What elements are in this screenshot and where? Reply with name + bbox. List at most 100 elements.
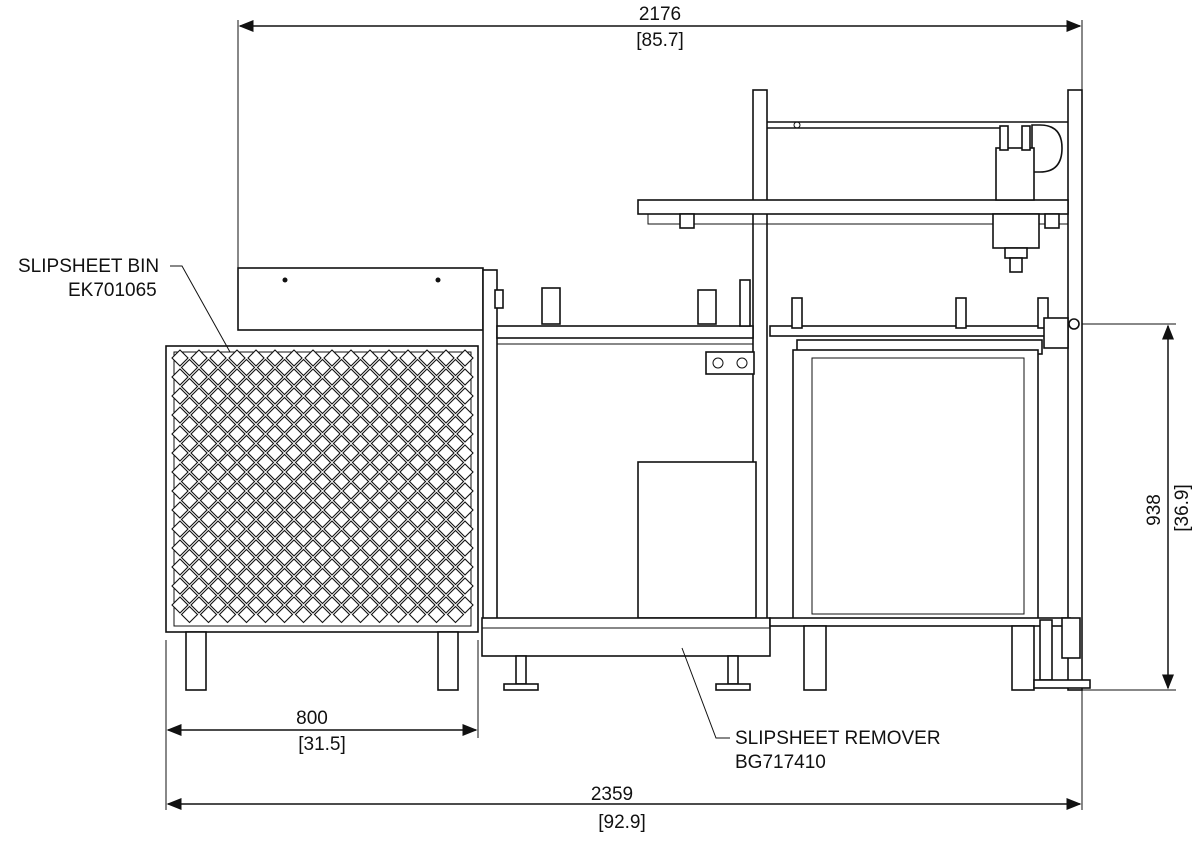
mesh-diamond (275, 605, 294, 624)
dim-total-width-in: [92.9] (598, 812, 646, 833)
mesh-diamond (304, 558, 322, 576)
mesh-diamond (456, 387, 474, 405)
mesh-diamond (180, 548, 199, 567)
mesh-diamond (180, 377, 199, 396)
mesh-diamond (171, 349, 189, 367)
mesh-diamond (294, 529, 313, 548)
mesh-diamond (370, 491, 389, 510)
mesh-diamond (427, 491, 446, 510)
mesh-diamond (190, 463, 208, 481)
mesh-diamond (323, 425, 341, 443)
mesh-diamond (446, 396, 465, 415)
mesh-diamond (209, 539, 227, 557)
mesh-diamond (399, 406, 417, 424)
mesh-diamond (304, 349, 322, 367)
mesh-diamond (304, 539, 322, 557)
mesh-diamond (218, 434, 237, 453)
mesh-diamond (237, 567, 256, 586)
mesh-diamond (199, 434, 218, 453)
callout-bin-name: SLIPSHEET BIN (18, 256, 159, 277)
mesh-diamond (418, 501, 436, 519)
mesh-diamond (408, 434, 427, 453)
mesh-diamond (389, 529, 408, 548)
mesh-diamond (228, 463, 246, 481)
mesh-diamond (323, 406, 341, 424)
mesh-diamond (389, 605, 408, 624)
mesh-diamond (380, 558, 398, 576)
mesh-diamond (180, 472, 199, 491)
mesh-diamond (418, 349, 436, 367)
mesh-diamond (228, 387, 246, 405)
mesh-diamond (313, 396, 332, 415)
mesh-diamond (209, 501, 227, 519)
mesh-diamond (342, 406, 360, 424)
mesh-diamond (256, 377, 275, 396)
mesh-diamond (199, 415, 218, 434)
mesh-diamond (332, 548, 351, 567)
mesh-diamond (446, 377, 465, 396)
mesh-diamond (332, 586, 351, 605)
mesh-diamond (361, 558, 379, 576)
mesh-diamond (361, 482, 379, 500)
mesh-diamond (190, 482, 208, 500)
mesh-diamond (247, 425, 265, 443)
mesh-diamond (389, 358, 408, 377)
mesh-diamond (427, 453, 446, 472)
mesh-diamond (351, 510, 370, 529)
mesh-diamond (361, 368, 379, 386)
mesh-diamond (446, 586, 465, 605)
mesh-diamond (389, 510, 408, 529)
mesh-diamond (218, 453, 237, 472)
mesh-diamond (323, 577, 341, 595)
dim-bin-width: 800 [31.5] (166, 640, 479, 755)
mesh-diamond (190, 368, 208, 386)
mesh-diamond (456, 520, 474, 538)
mesh-diamond (199, 510, 218, 529)
mesh-diamond (380, 425, 398, 443)
mesh-diamond (408, 567, 427, 586)
callout-remover: SLIPSHEET REMOVER BG717410 (681, 647, 941, 773)
mesh-diamond (418, 482, 436, 500)
mesh-diamond (389, 434, 408, 453)
mesh-diamond (190, 539, 208, 557)
mesh-diamond (237, 491, 256, 510)
mesh-diamond (323, 520, 341, 538)
mesh-diamond (247, 482, 265, 500)
mesh-diamond (285, 406, 303, 424)
mesh-diamond (247, 463, 265, 481)
mesh-diamond (389, 472, 408, 491)
mesh-diamond (247, 520, 265, 538)
mesh-diamond (427, 415, 446, 434)
mesh-diamond (209, 387, 227, 405)
mesh-diamond (199, 548, 218, 567)
mesh-diamond (190, 444, 208, 462)
mesh-diamond (437, 520, 455, 538)
mesh-diamond (437, 349, 455, 367)
mesh-diamond (199, 377, 218, 396)
mesh-diamond (408, 415, 427, 434)
mesh-diamond (294, 434, 313, 453)
mesh-diamond (427, 434, 446, 453)
mesh-diamond (266, 349, 284, 367)
mesh-diamond (275, 472, 294, 491)
mesh-diamond (418, 368, 436, 386)
mesh-diamond (256, 358, 275, 377)
mesh-diamond (190, 501, 208, 519)
mesh-diamond (228, 406, 246, 424)
mesh-diamond (294, 396, 313, 415)
mesh-diamond (370, 434, 389, 453)
mesh-diamond (209, 406, 227, 424)
mesh-diamond (380, 482, 398, 500)
mesh-diamond (408, 377, 427, 396)
mesh-diamond (389, 548, 408, 567)
mesh-diamond (427, 510, 446, 529)
mesh-diamond (209, 558, 227, 576)
mesh-diamond (294, 491, 313, 510)
dim-bin-width-mm: 800 (296, 708, 328, 729)
mesh-diamond (266, 406, 284, 424)
mesh-diamond (361, 406, 379, 424)
mesh-diamond (237, 434, 256, 453)
mesh-diamond (332, 510, 351, 529)
mesh-diamond (418, 520, 436, 538)
mesh-diamond (399, 520, 417, 538)
